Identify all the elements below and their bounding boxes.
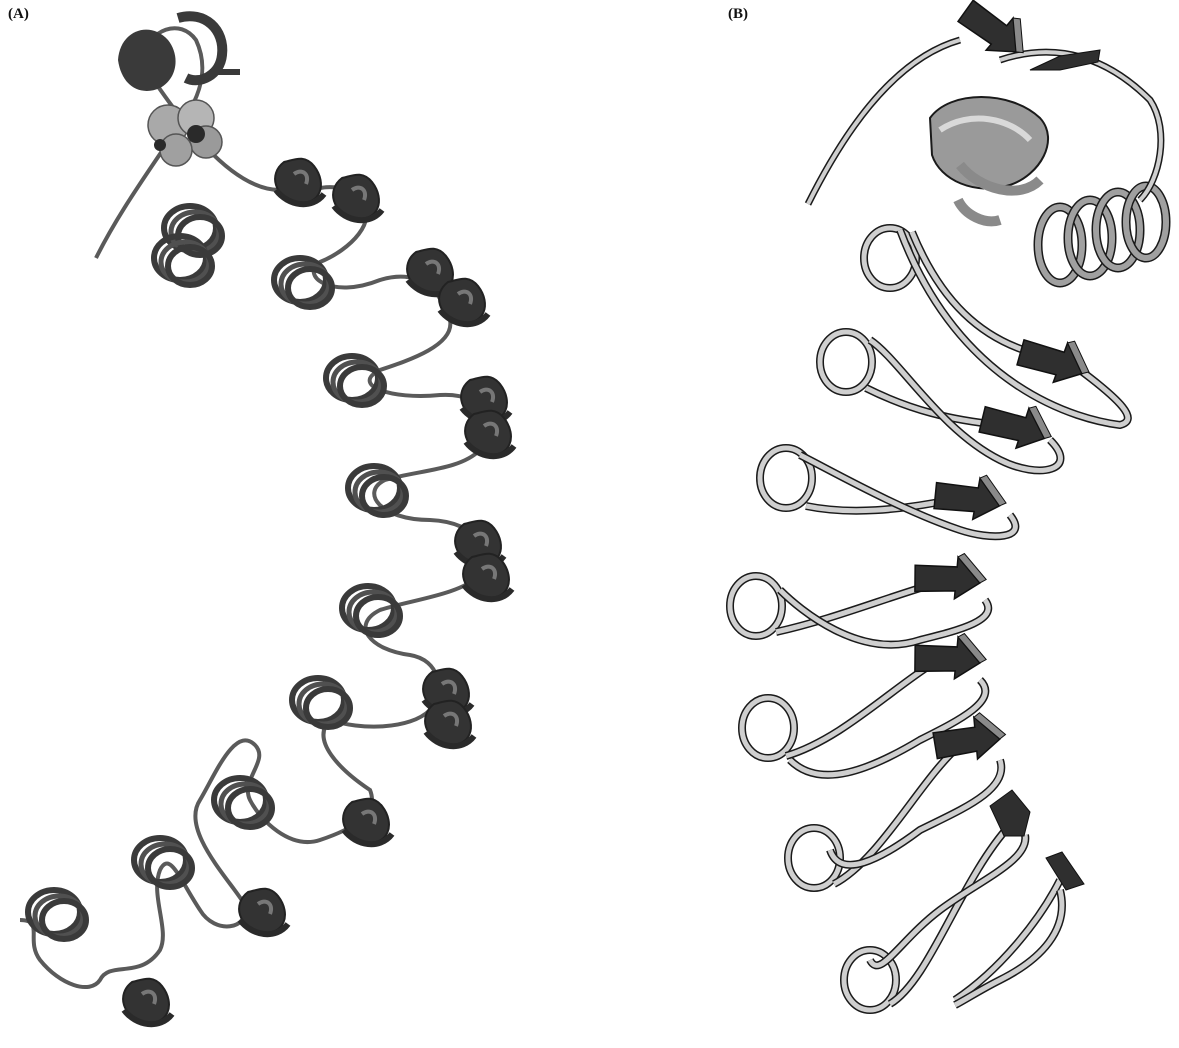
- beta-strand-b3: [931, 467, 1010, 525]
- helix-coil-a2: [154, 236, 212, 285]
- helix-coil-a6: [342, 586, 400, 635]
- helix-turn-a12: [239, 889, 288, 934]
- beta-strand-b4: [913, 549, 989, 601]
- helix-turn-a11: [343, 799, 392, 844]
- helix-coil-a3: [274, 258, 332, 307]
- helix-turn-a8: [463, 554, 512, 599]
- helix-coil-a8: [214, 778, 272, 827]
- cap-helix-b1: [930, 97, 1048, 221]
- helix-coil-a5: [348, 466, 406, 515]
- beta-strand-b7: [990, 790, 1030, 836]
- beta-strand-b8: [1046, 852, 1084, 890]
- helix-coil-a7: [292, 678, 350, 727]
- panel-b-structure: [730, 0, 1166, 1010]
- helix-coil-a10: [28, 890, 86, 939]
- beta-strand-b1: [1014, 325, 1097, 393]
- helix-turn-a1: [275, 159, 324, 204]
- helix-turn-a13: [123, 979, 172, 1024]
- cap-helix-b2: [1038, 186, 1166, 283]
- helix-turn-a4: [439, 279, 488, 324]
- beta-strand-b6: [932, 711, 1008, 763]
- helix-coil-a9: [134, 838, 192, 887]
- helix-coil-a4: [326, 356, 384, 405]
- repeat-turn-b5: [742, 698, 794, 758]
- helix-turn-a2: [333, 175, 382, 220]
- repeat-turn-b4: [730, 576, 782, 636]
- panel-a-structure: [20, 16, 514, 1024]
- backbone-trace-a: [20, 28, 490, 987]
- beta-strand-cap: [954, 0, 1039, 70]
- repeat-turn-b2: [820, 332, 872, 392]
